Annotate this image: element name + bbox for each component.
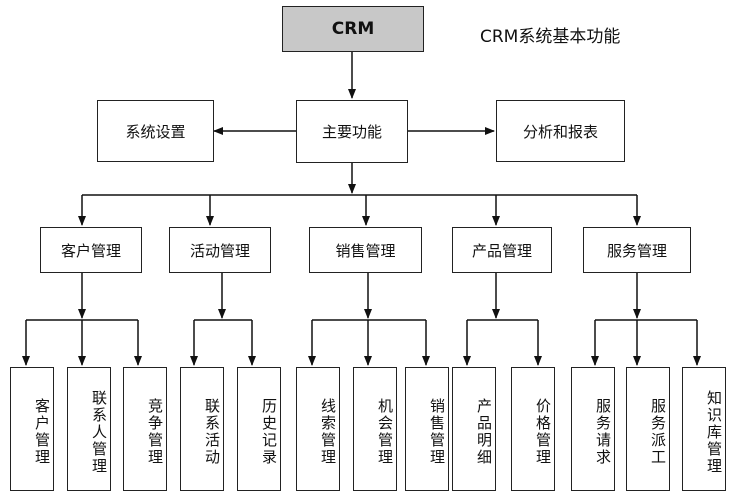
node-main-functions: 主要功能 xyxy=(296,100,408,163)
node-root: CRM xyxy=(282,6,424,52)
node-system-settings: 系统设置 xyxy=(97,100,214,162)
node-service-mgmt: 服务管理 xyxy=(583,227,691,273)
node-sales-mgmt: 销售管理 xyxy=(309,227,422,273)
leaf-contact-activity: 联系活动 xyxy=(180,367,224,491)
leaf-customer-management: 客户管理 xyxy=(10,367,54,491)
leaf-contact-management: 联系人管理 xyxy=(67,367,111,491)
leaf-product-detail: 产品明细 xyxy=(452,367,496,491)
node-analysis-reports: 分析和报表 xyxy=(496,100,625,162)
node-activity-mgmt: 活动管理 xyxy=(169,227,271,273)
diagram-caption: CRM系统基本功能 xyxy=(480,27,621,47)
leaf-price-management: 价格管理 xyxy=(511,367,555,491)
leaf-knowledge-base: 知识库管理 xyxy=(682,367,726,491)
leaf-competition-management: 竞争管理 xyxy=(123,367,167,491)
leaf-sales-management: 销售管理 xyxy=(405,367,449,491)
leaf-service-dispatch: 服务派工 xyxy=(626,367,670,491)
leaf-history-record: 历史记录 xyxy=(237,367,281,491)
leaf-service-request: 服务请求 xyxy=(571,367,615,491)
node-customer-mgmt: 客户管理 xyxy=(40,227,142,273)
node-product-mgmt: 产品管理 xyxy=(452,227,552,273)
leaf-lead-management: 线索管理 xyxy=(296,367,340,491)
leaf-opportunity-management: 机会管理 xyxy=(353,367,397,491)
